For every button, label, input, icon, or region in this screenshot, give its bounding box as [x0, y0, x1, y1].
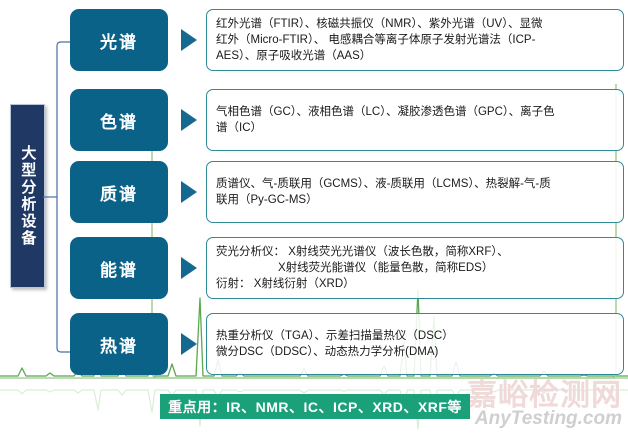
detail-box-chromatography: 气相色谱（GC）、液相色谱（LC）、凝胶渗透色谱（GPC）、离子色 谱（IC） [206, 89, 624, 151]
watermark: 嘉峪检测网 AnyTesting.com [467, 379, 622, 429]
detail-line: 质谱仪、气-质联用（GCMS）、液-质联用（LCMS）、热裂解-气-质 [216, 177, 551, 190]
detail-line: 微分DSC（DDSC）、动态热力学分析(DMA) [216, 346, 439, 358]
category-box-thermal-analysis[interactable]: 热谱 [70, 313, 168, 375]
triangle-right-icon [176, 179, 202, 205]
triangle-right-icon [176, 331, 202, 357]
footer-banner: 重点用：IR、NMR、IC、ICP、XRD、XRF等 [160, 394, 470, 419]
detail-line: 红外光谱（FTIR）、核磁共振仪（NMR）、紫外光谱（UV）、显微 [216, 17, 543, 30]
root-node-label: 大型分析设备 [19, 145, 37, 247]
detail-line: 气相色谱（GC）、液相色谱（LC）、凝胶渗透色谱（GPC）、离子色 [216, 105, 555, 118]
category-box-spectroscopy[interactable]: 光谱 [70, 9, 168, 71]
row-mass-spectrometry: 质谱 质谱仪、气-质联用（GCMS）、液-质联用（LCMS）、热裂解-气-质 联… [70, 158, 624, 226]
triangle-right-icon [176, 255, 202, 281]
triangle-right-icon [176, 27, 202, 53]
category-box-energy-spectrum[interactable]: 能谱 [70, 237, 168, 299]
row-chromatography: 色谱 气相色谱（GC）、液相色谱（LC）、凝胶渗透色谱（GPC）、离子色 谱（I… [70, 86, 624, 154]
detail-line: 联用（Py-GC-MS） [216, 194, 318, 206]
detail-line: 热重分析仪（TGA）、示差扫描量热仪（DSC） [216, 329, 454, 342]
watermark-cn: 嘉峪检测网 [467, 379, 622, 412]
detail-line: X射线荧光能谱仪（能量色散，简称EDS） [278, 261, 494, 274]
detail-box-spectroscopy: 红外光谱（FTIR）、核磁共振仪（NMR）、紫外光谱（UV）、显微 红外（Mic… [206, 9, 624, 71]
category-label: 质谱 [100, 184, 138, 204]
category-box-mass-spectrometry[interactable]: 质谱 [70, 161, 168, 223]
row-thermal-analysis: 热谱 热重分析仪（TGA）、示差扫描量热仪（DSC） 微分DSC（DDSC）、动… [70, 310, 624, 378]
detail-box-mass-spectrometry: 质谱仪、气-质联用（GCMS）、液-质联用（LCMS）、热裂解-气-质 联用（P… [206, 161, 624, 223]
footer-banner-label: 重点用：IR、NMR、IC、ICP、XRD、XRF等 [168, 398, 462, 415]
detail-line: 谱（IC） [216, 122, 262, 134]
category-label: 热谱 [100, 336, 138, 356]
category-label: 光谱 [100, 32, 138, 52]
category-label: 色谱 [100, 112, 138, 132]
detail-line: 红外（Micro-FTIR）、 电感耦合等离子体原子发射光谱法（ICP- [216, 33, 536, 46]
watermark-en: AnyTesting.com [474, 408, 622, 429]
category-box-chromatography[interactable]: 色谱 [70, 89, 168, 151]
detail-line: 荧光分析仪： X射线荧光光谱仪（波长色散，简称XRF）、 [216, 245, 509, 258]
detail-line: AES）、原子吸收光谱（AAS） [216, 50, 372, 63]
triangle-right-icon [176, 107, 202, 133]
detail-line: 衍射： X射线衍射（XRD） [216, 278, 355, 291]
root-node[interactable]: 大型分析设备 [10, 104, 45, 288]
detail-box-energy-spectrum: 荧光分析仪： X射线荧光光谱仪（波长色散，简称XRF）、 X射线荧光能谱仪（能量… [206, 237, 624, 299]
row-spectroscopy: 光谱 红外光谱（FTIR）、核磁共振仪（NMR）、紫外光谱（UV）、显微 红外（… [70, 6, 624, 74]
detail-box-thermal-analysis: 热重分析仪（TGA）、示差扫描量热仪（DSC） 微分DSC（DDSC）、动态热力… [206, 313, 624, 375]
row-energy-spectrum: 能谱 荧光分析仪： X射线荧光光谱仪（波长色散，简称XRF）、 X射线荧光能谱仪… [70, 234, 624, 302]
category-label: 能谱 [100, 260, 138, 280]
